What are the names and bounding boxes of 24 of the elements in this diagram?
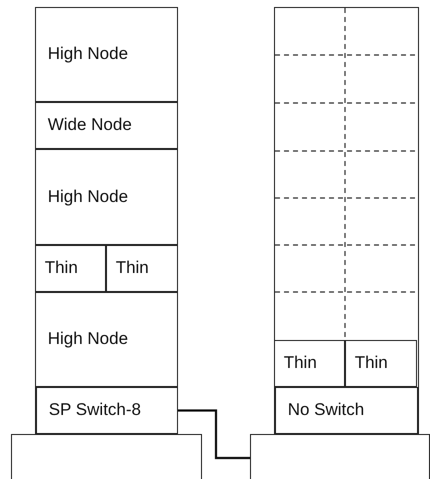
- node-box: [106, 244, 178, 292]
- node-label: Thin: [354, 353, 388, 374]
- node-box: [34, 244, 106, 292]
- node-label: High Node: [48, 186, 128, 207]
- base-box: [250, 434, 430, 479]
- rack-frame: [35, 7, 178, 434]
- node-box: [34, 148, 178, 245]
- node-box: [34, 102, 178, 149]
- node-label: Thin: [116, 258, 149, 278]
- node-label: Wide Node: [48, 115, 132, 136]
- node-label: Thin: [44, 258, 78, 278]
- node-label: SP Switch-8: [48, 400, 141, 420]
- node-box: [34, 292, 178, 387]
- node-box: [274, 386, 418, 434]
- node-label: High Node: [48, 329, 128, 350]
- base-box: [11, 434, 202, 479]
- connector-line: [178, 409, 250, 460]
- node-label: No Switch: [288, 400, 364, 420]
- node-box: [36, 386, 178, 434]
- node-label: High Node: [48, 44, 128, 64]
- node-label: Thin: [284, 353, 317, 374]
- rack-frame: [274, 7, 419, 434]
- node-box: [274, 340, 345, 387]
- node-box: [344, 340, 417, 387]
